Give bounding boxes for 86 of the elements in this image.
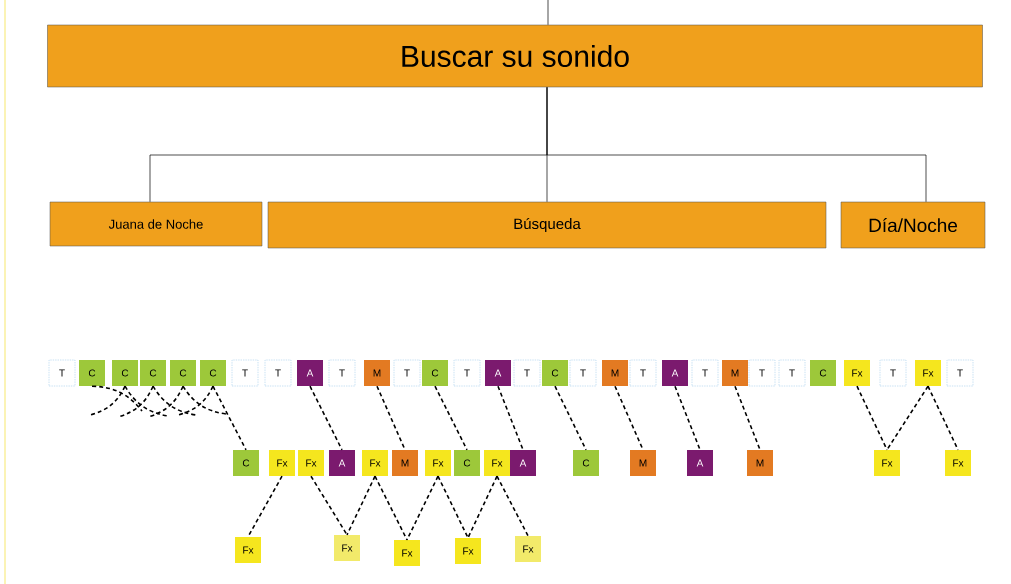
letter-tile: Fx [298,450,324,476]
letter-tile: A [485,360,511,386]
connector-line [547,0,549,26]
letter-tile: Fx [484,450,510,476]
letter-tile: M [602,360,628,386]
letter-tile: M [630,450,656,476]
dashed-line [147,385,184,418]
letter-tile: C [422,360,448,386]
node-label: C [149,369,157,377]
dashed-line [467,475,498,539]
letter-tile: Fx [269,450,295,476]
letter-tile: T [569,359,597,387]
letter-tile: Fx [425,450,451,476]
letter-tile: Fx [915,360,941,386]
dashed-line [117,385,154,418]
letter-tile: T [629,359,657,387]
dashed-line [734,385,761,451]
letter-tile: Fx [334,535,360,561]
letter-tile: Fx [515,536,541,562]
heading-box: Juana de Noche [49,201,263,247]
letter-tile: C [233,450,259,476]
letter-tile: A [329,450,355,476]
dashed-line [437,475,469,539]
dashed-line [406,475,439,541]
letter-tile: A [662,360,688,386]
dashed-line [91,385,143,412]
dashed-line [152,385,197,416]
dashed-line [212,385,247,451]
dashed-line [346,475,376,536]
letter-tile: T [231,359,259,387]
letter-tile: T [691,359,719,387]
letter-tile: C [573,450,599,476]
letter-tile: Fx [945,450,971,476]
dashed-line [124,385,169,417]
heading-box: Día/Noche [840,201,986,249]
letter-tile: C [170,360,196,386]
letter-tile: C [454,450,480,476]
dashed-line [376,385,406,451]
letter-tile: C [140,360,166,386]
letter-tile: Fx [844,360,870,386]
node-label: C [121,369,129,377]
dashed-line [434,385,468,451]
letter-tile: Fx [394,540,420,566]
letter-tile: C [810,360,836,386]
dashed-line [496,475,529,537]
letter-tile: C [112,360,138,386]
dashed-line [310,475,348,536]
dashed-line [856,385,888,451]
letter-tile: M [364,360,390,386]
letter-tile: T [748,359,776,387]
connector-line [546,86,927,203]
letter-tile: T [264,359,292,387]
letter-tile: A [297,360,323,386]
letter-tile: C [200,360,226,386]
letter-tile: M [392,450,418,476]
letter-tile: T [393,359,421,387]
dashed-line [247,475,283,538]
letter-tile: T [879,359,907,387]
letter-tile: Fx [455,538,481,564]
letter-tile: Fx [362,450,388,476]
letter-tile: T [453,359,481,387]
dashed-line [309,385,343,451]
letter-tile: M [722,360,748,386]
letter-tile: C [79,360,105,386]
heading-box: Búsqueda [267,201,827,249]
letter-tile: T [48,359,76,387]
dashed-line [497,385,524,451]
dashed-line [674,385,701,451]
dashed-line [89,385,126,416]
letter-tile: Fx [235,537,261,563]
letter-tile: A [687,450,713,476]
letter-tile: M [747,450,773,476]
heading-box: Buscar su sonido [47,24,983,88]
dashed-line [614,385,644,451]
letter-tile: T [778,359,806,387]
dashed-line [886,385,929,451]
letter-tile: T [513,359,541,387]
letter-tile: C [542,360,568,386]
dashed-line [927,385,959,451]
letter-tile: T [946,359,974,387]
letter-tile: Fx [874,450,900,476]
dashed-line [182,385,227,415]
dashed-line [554,385,587,451]
dashed-line [177,385,214,416]
letter-tile: A [510,450,536,476]
letter-tile: T [328,359,356,387]
